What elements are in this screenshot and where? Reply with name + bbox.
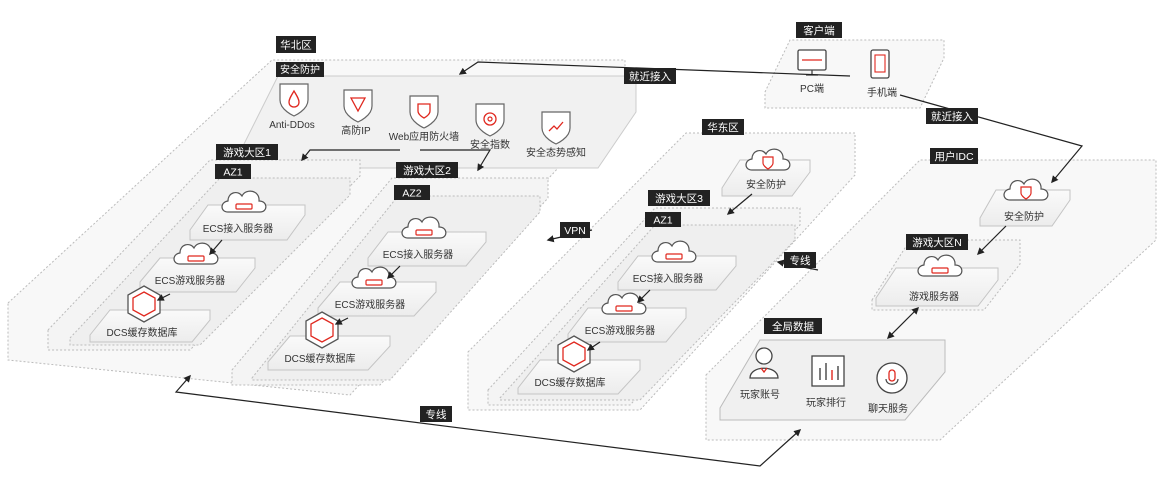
zone2-ecs-game-label: ECS游戏服务器 (335, 298, 406, 311)
label-vpn: VPN (560, 222, 590, 238)
zone1-game-to-dcs-line (156, 293, 171, 301)
cloud-server-icon (221, 190, 267, 213)
zone3-dcs-label: DCS缓存数据库 (534, 376, 605, 389)
cloud-server-icon (173, 242, 219, 265)
svg-text:安全防护: 安全防护 (280, 63, 320, 76)
cloud-server-icon (917, 254, 963, 277)
zone2-game-to-dcs-line (334, 317, 349, 325)
cloud-server-icon (651, 240, 697, 263)
mobile-phone-icon (870, 49, 890, 79)
svg-text:游戏大区2: 游戏大区2 (403, 164, 451, 177)
service-anti-ddos: Anti-DDos (269, 120, 315, 131)
svg-text:游戏大区1: 游戏大区1 (223, 146, 271, 159)
zone1-ecs-game-label: ECS游戏服务器 (155, 274, 226, 287)
svg-text:就近接入: 就近接入 (931, 110, 973, 123)
label-zone3: 游戏大区3 (648, 190, 710, 206)
label-zoneN: 游戏大区N (906, 234, 968, 250)
shield-icon (409, 95, 439, 129)
service-situation-awareness: 安全态势感知 (526, 146, 586, 159)
global-leaderboard-label: 玩家排行 (806, 396, 846, 409)
label-line-east: 专线 (784, 252, 816, 268)
svg-text:就近接入: 就近接入 (629, 70, 671, 83)
client-pc-label: PC端 (800, 82, 824, 95)
svg-text:华东区: 华东区 (707, 121, 739, 134)
zone3-game-to-dcs-line (586, 341, 601, 351)
label-east-region: 华东区 (702, 119, 744, 135)
label-line-bottom: 专线 (420, 406, 452, 422)
zone1-access-to-game-line (209, 239, 223, 256)
svg-text:全局数据: 全局数据 (772, 320, 814, 333)
label-zone2: 游戏大区2 (396, 162, 458, 178)
zone1-dcs-label: DCS缓存数据库 (106, 326, 177, 339)
svg-text:AZ1: AZ1 (223, 167, 242, 179)
svg-text:AZ1: AZ1 (653, 215, 672, 227)
svg-text:专线: 专线 (790, 254, 811, 267)
shield-icon (343, 89, 373, 123)
label-near-access-2: 就近接入 (926, 108, 978, 124)
cloud-server-icon (401, 216, 447, 239)
zone2-ecs-access-label: ECS接入服务器 (383, 248, 454, 261)
zoneN-to-global-line (886, 306, 920, 340)
zone1-ecs-access-label: ECS接入服务器 (203, 222, 274, 235)
label-az1: AZ1 (215, 164, 251, 179)
cloud-shield-icon (745, 148, 791, 171)
shield-icon (475, 103, 505, 137)
idc-server-slab (875, 267, 999, 307)
zone2-dcs-label: DCS缓存数据库 (284, 352, 355, 365)
north-zone1-slabs (89, 204, 306, 343)
north-zone2-slabs (267, 231, 487, 371)
east-security-to-zone3-line (726, 193, 753, 215)
svg-text:华北区: 华北区 (280, 39, 312, 52)
cloud-server-icon (601, 292, 647, 315)
north-to-zone1-line (301, 149, 400, 162)
idc-security-label: 安全防护 (1004, 210, 1044, 223)
label-idc: 用户IDC (930, 148, 978, 164)
svg-text:AZ2: AZ2 (402, 188, 421, 200)
svg-text:专线: 专线 (426, 408, 447, 421)
north-to-zone2-line (420, 149, 492, 172)
svg-text:游戏大区N: 游戏大区N (912, 236, 962, 249)
label-near-access-1: 就近接入 (624, 68, 676, 84)
cloud-server-icon (351, 266, 397, 289)
global-player-account-label: 玩家账号 (740, 388, 780, 401)
label-north-security: 安全防护 (276, 62, 324, 77)
leaderboard-icon (811, 355, 845, 387)
cloud-shield-icon (1003, 178, 1049, 201)
client-mobile-label: 手机端 (867, 86, 897, 99)
svg-text:用户IDC: 用户IDC (934, 150, 973, 163)
svg-text:游戏大区3: 游戏大区3 (655, 192, 703, 205)
service-waf: Web应用防火墙 (389, 130, 459, 143)
label-zone1: 游戏大区1 (216, 144, 278, 160)
label-client: 客户端 (796, 22, 842, 38)
shield-icon (279, 83, 309, 117)
svg-text:客户端: 客户端 (803, 24, 835, 37)
zone3-access-to-game-line (636, 289, 651, 304)
chat-service-icon (876, 362, 908, 394)
bottom-line (174, 374, 802, 467)
label-north-region: 华北区 (276, 36, 316, 53)
label-global-data: 全局数据 (764, 318, 822, 334)
idc-security-slab (979, 189, 1071, 227)
security-strip (231, 75, 637, 169)
zoneN-server-label: 游戏服务器 (909, 290, 959, 303)
zone2-access-to-game-line (386, 265, 401, 280)
svg-text:VPN: VPN (564, 225, 586, 237)
zone3-ecs-game-label: ECS游戏服务器 (585, 324, 656, 337)
shield-icon (541, 111, 571, 145)
east-security-label: 安全防护 (746, 178, 786, 191)
label-az3: AZ1 (645, 212, 681, 227)
service-security-index: 安全指数 (470, 138, 510, 151)
near-access-line-1 (458, 61, 851, 77)
idc-security-to-zoneN-line (976, 225, 1007, 256)
global-chat-label: 聊天服务 (868, 402, 908, 415)
label-az2: AZ2 (394, 185, 430, 200)
service-high-defense-ip: 高防IP (341, 124, 371, 137)
zone3-ecs-access-label: ECS接入服务器 (633, 272, 704, 285)
